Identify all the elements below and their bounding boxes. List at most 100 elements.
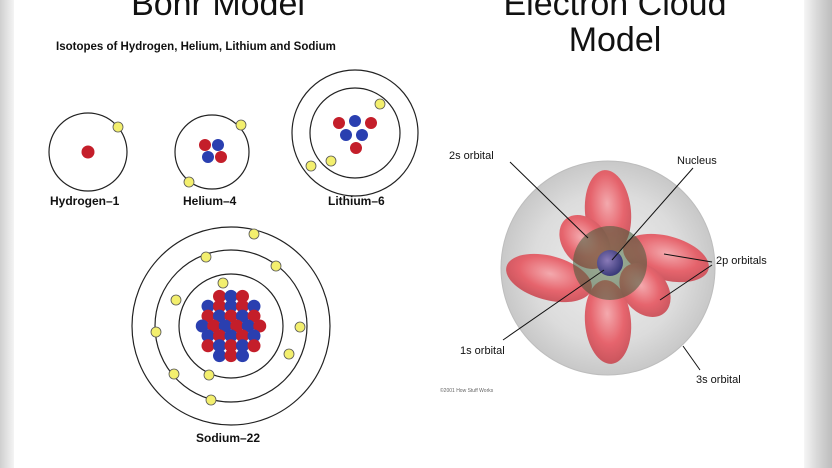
leader-2p-b [659,264,713,301]
p-lobe-left [506,253,592,303]
proton [333,117,345,129]
electron [248,228,260,240]
leader-2s [509,161,589,239]
electron [150,326,162,338]
copyright-credit: ©2001 How Stuff Works [440,387,494,394]
electron [235,119,247,131]
neutron [201,299,215,313]
1s-orbital-label: 1s orbital [460,345,505,357]
proton [201,309,215,323]
proton [224,309,238,323]
sodium-nucleus [195,289,267,363]
helium-4-label: Helium–4 [183,194,237,208]
electron [112,121,124,133]
helium-4-atom [174,114,250,190]
neutron [224,329,238,343]
neutron [218,319,232,333]
electron-cloud-title: Electron Cloud Model [450,0,780,58]
electron [205,394,217,406]
outer-orbit-ring [131,226,331,426]
neutron [201,329,215,343]
bohr-model-title: Bohr Model [131,0,305,23]
neutron [224,289,238,303]
electron [325,155,337,167]
electron [200,251,212,263]
proton [247,309,261,323]
lithium-6-atom [291,69,419,197]
lithium-6-label: Lithium–6 [328,194,385,208]
isotopes-subtitle: Isotopes of Hydrogen, Helium, Lithium an… [56,41,336,53]
hydrogen-1-atom [48,112,128,192]
neutron [236,309,249,323]
neutron [213,349,226,363]
proton [201,339,215,353]
2p-orbital-lobes [506,170,709,364]
electron-cloud-title-line2: Model [568,21,662,59]
orbit-ring [48,112,128,192]
neutron [224,299,238,313]
electron [283,348,295,360]
neutron [195,319,209,333]
proton [213,299,226,313]
electron [270,260,282,272]
label-leader-lines [502,161,713,371]
neutron [241,319,255,333]
leader-nucleus [611,167,694,261]
neutron [349,115,361,127]
proton [253,319,267,333]
leader-3s [682,345,701,371]
proton [247,339,261,353]
neutron [202,151,214,163]
proton [213,289,226,303]
proton [365,117,377,129]
proton [215,151,227,163]
middle-orbit-ring [154,249,308,403]
electron [203,369,215,381]
proton [207,319,221,333]
neutron [247,329,261,343]
electron-cloud-title-line1: Electron Cloud [503,0,727,23]
sodium-22-label: Sodium–22 [196,431,260,445]
electron [294,321,306,333]
proton [350,142,362,154]
proton [236,289,249,303]
proton [224,349,238,363]
slide-border-left [0,0,14,468]
3s-orbital-label: 3s orbital [696,374,741,386]
nucleus-label: Nucleus [677,155,717,167]
proton [230,319,244,333]
electron [168,368,180,380]
electron [183,176,195,188]
electron [374,98,386,110]
neutron [340,129,352,141]
inner-orbit-ring [178,273,284,379]
electron [305,160,317,172]
proton [199,139,211,151]
2p-orbitals-label: 2p orbitals [716,255,767,267]
neutron [212,139,224,151]
neutron [356,129,368,141]
hydrogen-1-label: Hydrogen–1 [50,194,120,208]
inner-orbit-ring [309,87,401,179]
neutron [213,339,226,353]
slide-border-right [804,0,832,468]
sodium-22-atom [131,226,331,426]
outer-orbit-ring [291,69,419,197]
orbit-ring [174,114,250,190]
neutron [236,339,249,353]
neutron [236,349,249,363]
electron-cloud-atom [500,160,716,376]
leader-1s [502,269,605,341]
proton [236,329,249,343]
proton [213,329,226,343]
proton [224,339,238,353]
1s-orbital-nucleus [597,250,623,276]
proton [236,299,249,313]
leader-2p-a [663,253,713,263]
proton [81,145,95,159]
electron [217,277,229,289]
neutron [247,299,261,313]
2s-orbital-label: 2s orbital [449,150,494,162]
electron [170,294,182,306]
